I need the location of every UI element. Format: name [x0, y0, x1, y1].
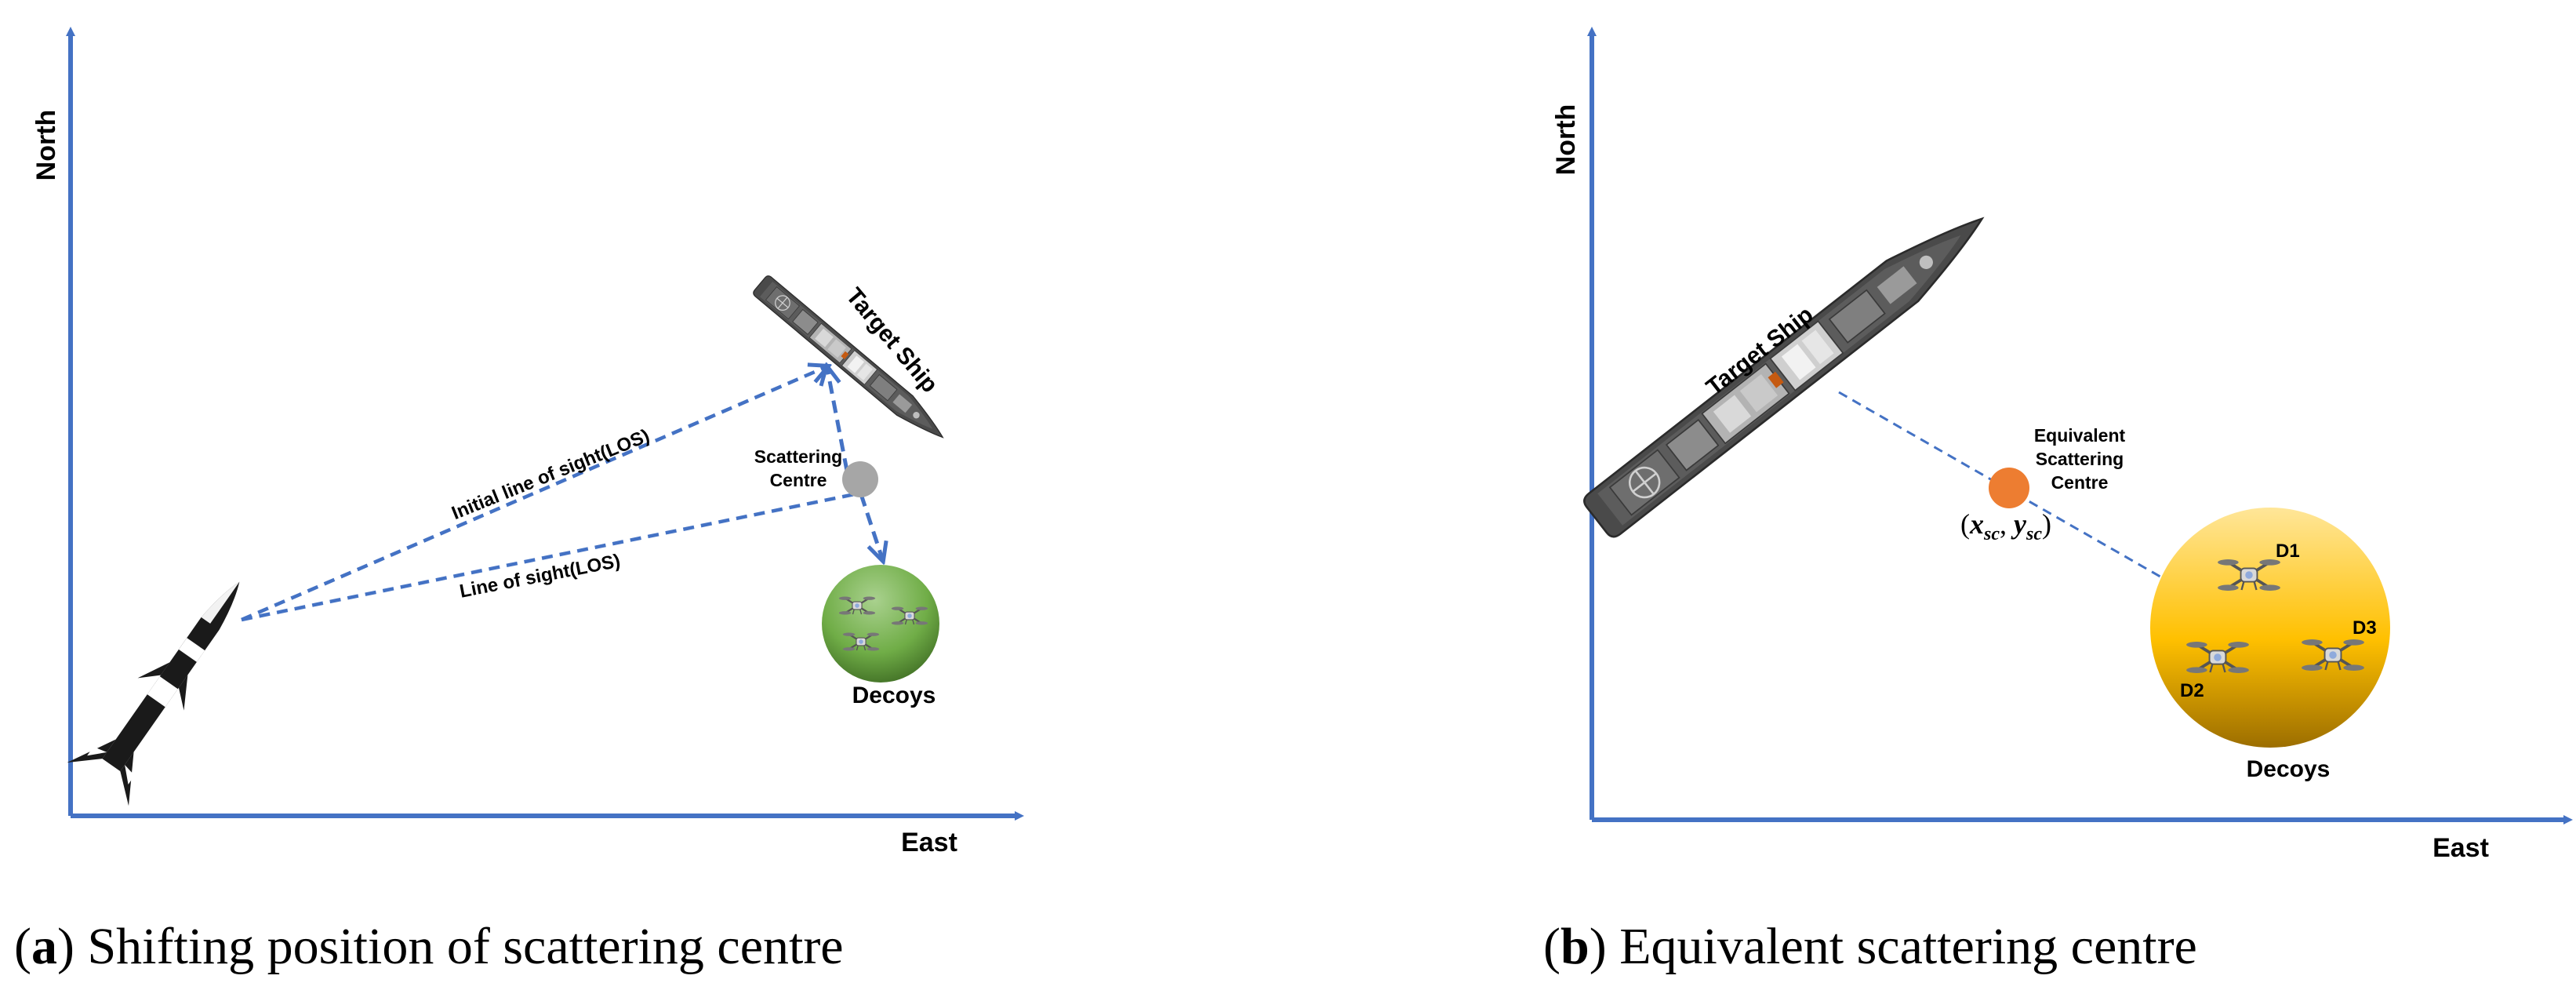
panel-b-caption-text: Equivalent scattering centre — [1619, 918, 2197, 975]
panel-a-caption: (a) Shifting position of scattering cent… — [14, 918, 844, 975]
panel-a-los-label: Line of sight(LOS) — [458, 551, 622, 602]
panel-a-decoys-label: Decoys — [852, 682, 936, 708]
panel-a-scatter-label-1: Scattering — [754, 446, 842, 467]
panel-b-esc-label-1: Equivalent — [2034, 425, 2126, 446]
panel-a-x-axis-label: East — [901, 828, 957, 857]
panel-a-los-line — [241, 492, 856, 622]
panel-a-decoy-cluster — [822, 565, 939, 682]
panel-b-decoy-3-label: D3 — [2353, 617, 2377, 639]
panel-b-x-axis-label: East — [2432, 833, 2489, 863]
panel-b-caption: (b) Equivalent scattering centre — [1543, 918, 2197, 975]
panel-b-esc-label-3: Centre — [2051, 472, 2109, 493]
panel-a-initial-los-label: Initial line of sight(LOS) — [449, 425, 652, 524]
panel-b-coordinate-label: (xsc, ysc) — [1960, 508, 2051, 544]
panel-a-scatter-label-2: Centre — [770, 470, 827, 490]
panel-a-initial-los-line — [241, 367, 826, 622]
panel-a-shift-down-arrow — [859, 493, 882, 559]
panel-a-y-axis-label: North — [31, 110, 61, 181]
missile-icon — [67, 581, 240, 806]
panel-a-scattering-centre — [842, 461, 878, 497]
panel-b-esc-label-2: Scattering — [2036, 449, 2124, 469]
panel-b-decoy-cluster — [2150, 508, 2390, 748]
panel-a-caption-letter: a — [31, 918, 57, 975]
panel-b-ship-icon — [1579, 197, 1999, 541]
panel-b: North East Target Ship Equivalent Scatte… — [1543, 27, 2573, 975]
panel-b-decoy-1-label: D1 — [2276, 541, 2300, 562]
panel-b-decoys-label: Decoys — [2247, 756, 2331, 782]
panel-b-equivalent-centre — [1989, 468, 2029, 508]
panel-b-decoy-2-label: D2 — [2180, 680, 2204, 701]
panel-a: North East Initial line of sight(LOS) Li… — [14, 27, 1024, 975]
panel-a-caption-text: Shifting position of scattering centre — [87, 918, 843, 975]
panel-a-shift-up-arrow — [827, 369, 849, 471]
panel-b-caption-letter: b — [1560, 918, 1590, 975]
panel-b-y-axis-label: North — [1551, 104, 1581, 176]
